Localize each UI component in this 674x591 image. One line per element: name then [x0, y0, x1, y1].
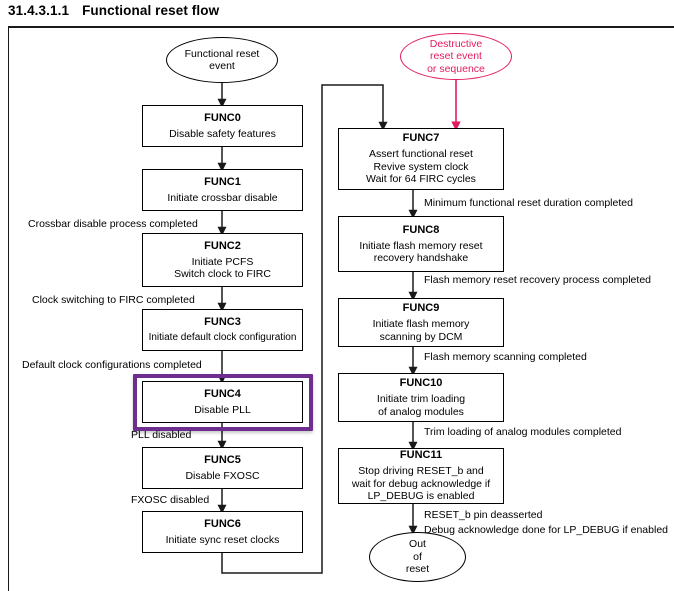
node-id: FUNC7 [402, 132, 440, 145]
node-line: Disable safety features [169, 127, 276, 140]
node-id: FUNC9 [402, 302, 440, 314]
func4-highlight-box [133, 374, 313, 431]
node-id: FUNC8 [402, 223, 440, 236]
node-id: FUNC10 [399, 377, 443, 389]
node-line: Revive system clock [373, 160, 469, 173]
terminal-functional-reset-event: Functional reset event [166, 37, 278, 83]
node-func1: FUNC1 Initiate crossbar disable [142, 169, 303, 211]
node-func5: FUNC5 Disable FXOSC [142, 447, 303, 489]
edge-label-flash-scanning-completed: Flash memory scanning completed [424, 351, 587, 363]
node-line: Initiate flash memory [372, 318, 470, 330]
node-line: wait for debug acknowledge if [351, 477, 491, 490]
node-id: FUNC11 [399, 449, 443, 462]
terminal-line: of [413, 550, 422, 563]
node-func3: FUNC3 Initiate default clock configurati… [142, 309, 303, 351]
section-number: 31.4.3.1.1 [8, 3, 70, 18]
node-line: Initiate crossbar disable [167, 191, 278, 204]
node-id: FUNC5 [204, 453, 241, 466]
terminal-destructive-reset-event: Destructive reset event or sequence [400, 33, 512, 80]
node-func0: FUNC0 Disable safety features [142, 105, 303, 147]
edge-label-trim-loading-completed: Trim loading of analog modules completed [424, 426, 622, 438]
section-title: Functional reset flow [82, 3, 220, 18]
node-func2: FUNC2 Initiate PCFS Switch clock to FIRC [142, 233, 303, 287]
node-line: of analog modules [378, 405, 464, 418]
terminal-out-of-reset: Out of reset [369, 532, 466, 582]
node-line: LP_DEBUG is enabled [367, 490, 475, 503]
node-line: Stop driving RESET_b and [358, 465, 484, 478]
node-func8: FUNC8 Initiate flash memory reset recove… [338, 216, 504, 272]
edge-label-flash-recovery-completed: Flash memory reset recovery process comp… [424, 274, 651, 286]
edge-label-min-reset-duration: Minimum functional reset duration comple… [424, 197, 633, 209]
terminal-line: reset event [430, 50, 482, 63]
terminal-line: or sequence [427, 62, 485, 75]
node-line: Disable PLL [194, 403, 251, 416]
node-line: recovery handshake [373, 252, 469, 264]
page-title: 31.4.3.1.1 Functional reset flow [8, 3, 219, 18]
node-id: FUNC1 [204, 175, 241, 188]
edge-label-crossbar-disable-completed: Crossbar disable process completed [28, 218, 198, 230]
node-id: FUNC0 [204, 111, 241, 124]
diagram-frame [8, 26, 674, 591]
node-func9: FUNC9 Initiate flash memory scanning by … [338, 298, 504, 347]
node-line: Switch clock to FIRC [174, 268, 271, 280]
node-line: Initiate flash memory reset [359, 239, 483, 252]
node-line: Initiate PCFS [191, 255, 254, 268]
terminal-line: Destructive [429, 37, 483, 50]
node-id: FUNC4 [204, 387, 241, 400]
node-line: scanning by DCM [379, 330, 463, 343]
edge-label-default-clock-completed: Default clock configurations completed [22, 359, 202, 371]
node-line: Initiate default clock configuration [148, 331, 297, 343]
node-id: FUNC3 [204, 315, 241, 328]
edge-label-reset-b-deasserted: RESET_b pin deasserted [424, 509, 543, 521]
terminal-line: reset [405, 563, 430, 576]
node-id: FUNC2 [204, 239, 241, 252]
node-line: Assert functional reset [369, 148, 473, 161]
terminal-line: Functional reset [184, 47, 260, 60]
edge-label-debug-acknowledge-done: Debug acknowledge done for LP_DEBUG if e… [424, 524, 668, 536]
node-func6: FUNC6 Initiate sync reset clocks [142, 511, 303, 553]
edge-label-fxosc-disabled: FXOSC disabled [131, 494, 210, 506]
node-id: FUNC6 [204, 517, 241, 530]
node-func11: FUNC11 Stop driving RESET_b and wait for… [338, 448, 504, 504]
terminal-line: event [209, 60, 235, 72]
node-line: Initiate sync reset clocks [165, 533, 280, 546]
node-func7: FUNC7 Assert functional reset Revive sys… [338, 128, 504, 190]
edge-label-pll-disabled: PLL disabled [131, 429, 192, 441]
terminal-line: Out [409, 538, 426, 551]
node-func10: FUNC10 Initiate trim loading of analog m… [338, 373, 504, 422]
node-func4: FUNC4 Disable PLL [142, 381, 303, 423]
edge-label-clock-switching-completed: Clock switching to FIRC completed [32, 294, 195, 306]
node-line: Disable FXOSC [185, 469, 260, 482]
node-line: Wait for 64 FIRC cycles [366, 173, 476, 186]
node-line: Initiate trim loading [376, 393, 466, 405]
